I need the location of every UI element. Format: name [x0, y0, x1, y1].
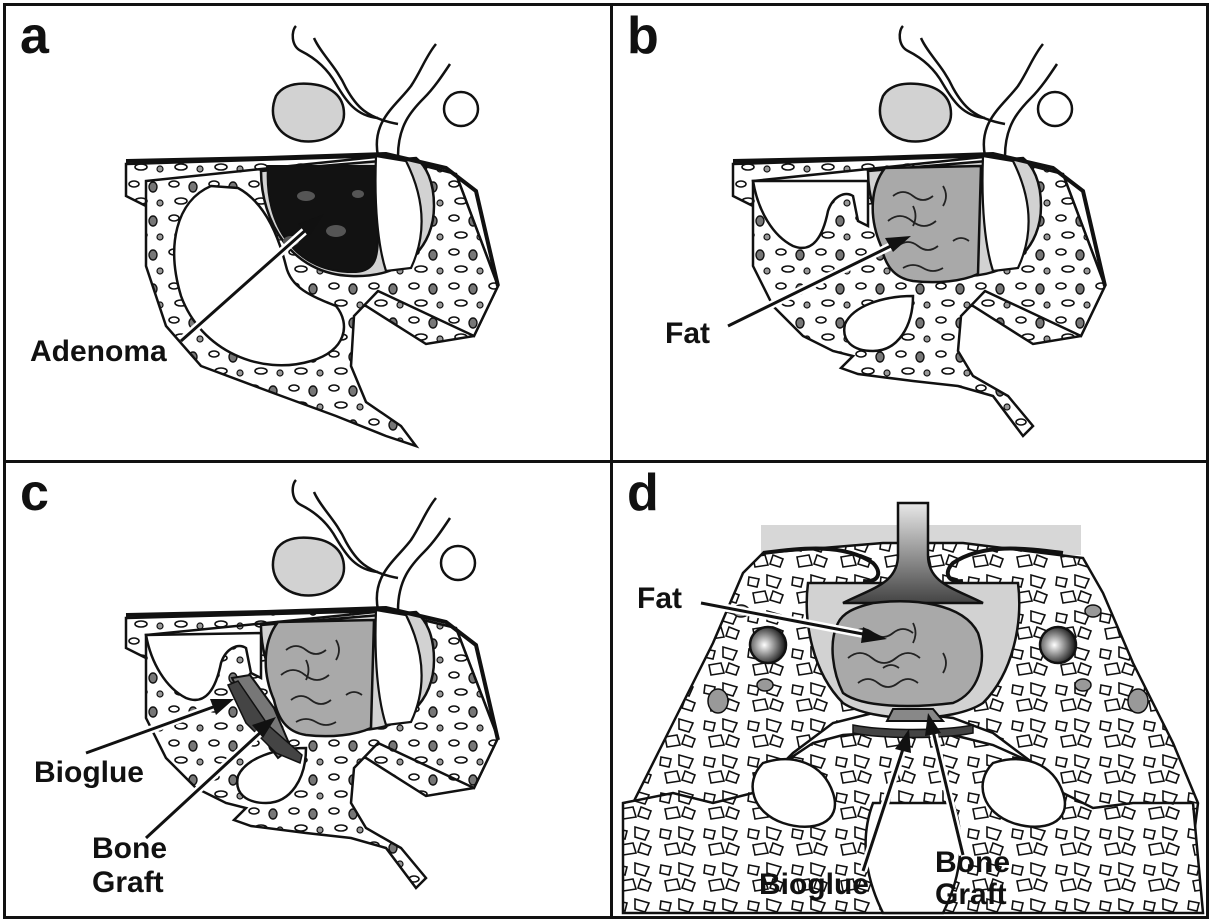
panel-d: d Fat Bioglue Bone Graft: [613, 463, 1206, 916]
panel-c: c Bioglue Bone Graft: [6, 463, 610, 916]
label-fat: Fat: [665, 318, 710, 350]
outer-border-bottom: [3, 916, 1209, 919]
sellar-diagram-fat-graft: [613, 6, 1206, 460]
panel-b: b Fat: [613, 6, 1206, 460]
label-bioglue: Bioglue: [34, 757, 144, 789]
label-graft: Graft: [935, 879, 1007, 911]
panel-letter-c: c: [20, 463, 49, 523]
label-adenoma: Adenoma: [30, 336, 167, 368]
panel-a: a Adenoma: [6, 6, 610, 460]
label-fat: Fat: [637, 583, 682, 615]
label-bone: Bone: [92, 833, 167, 865]
coronal-sellar-diagram: [613, 463, 1206, 916]
sellar-diagram-adenoma: [6, 6, 610, 460]
label-bioglue: Bioglue: [759, 869, 869, 901]
panel-letter-b: b: [627, 6, 659, 66]
label-bone: Bone: [935, 847, 1010, 879]
label-graft: Graft: [92, 867, 164, 899]
panel-letter-a: a: [20, 6, 49, 66]
panel-letter-d: d: [627, 463, 659, 523]
